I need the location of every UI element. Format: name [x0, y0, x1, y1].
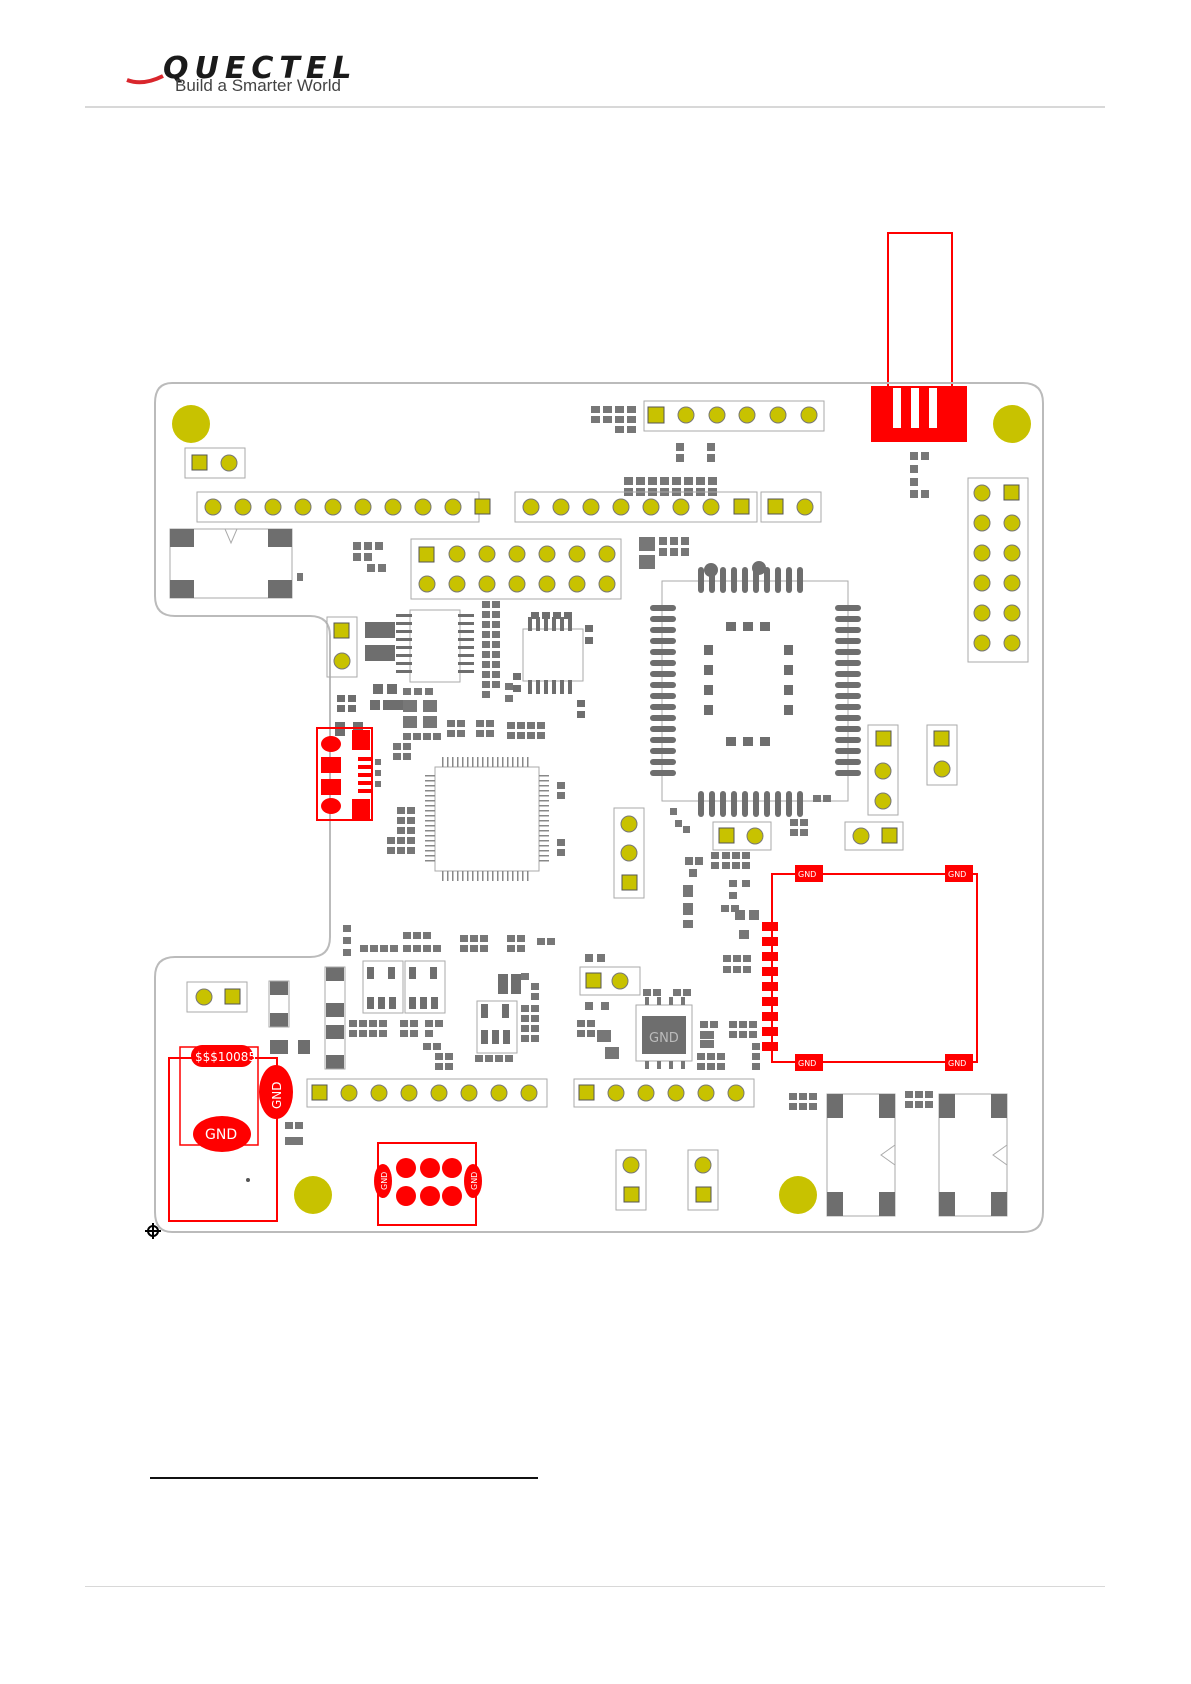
sot-packages	[343, 925, 555, 1070]
header-2pin-bottom-b	[688, 1150, 718, 1210]
power-jack-gnd-label: GND	[205, 1127, 237, 1143]
header-6pin-bottom-center	[574, 1079, 754, 1107]
regulator-left	[335, 622, 405, 736]
small-qfn-chip	[513, 612, 593, 718]
passive-cluster-qfp-left	[387, 743, 415, 854]
header-divider	[85, 106, 1105, 108]
header-j-top-6pin	[644, 401, 824, 431]
header-2x3-red-bottom: GND GND	[374, 1143, 482, 1225]
footer-divider	[85, 1586, 1105, 1587]
header-3pin-vertical-center	[614, 808, 644, 898]
header-10pin-left	[197, 492, 490, 522]
page-header: QUECTEL Build a Smarter World	[85, 40, 1105, 108]
sd-gnd-label-3: GND	[798, 1059, 816, 1068]
power-jack: $$$10085 GND GND	[169, 1045, 303, 1221]
header-2x6-right	[968, 478, 1028, 662]
power-jack-part-label: $$$10085	[195, 1050, 256, 1064]
header-2pin-top-right	[761, 492, 821, 522]
antenna-connector-outline	[888, 233, 952, 411]
header-8pin-bottom-left	[307, 1079, 547, 1107]
sd-gnd-label-1: GND	[798, 870, 816, 879]
header-2x7-center	[411, 539, 621, 599]
header-gnd-label-left: GND	[380, 1172, 389, 1190]
header-2pin-vertical-farright	[927, 725, 957, 785]
header-8pin-middle	[515, 492, 757, 522]
qfn-gnd-label: GND	[649, 1031, 679, 1046]
header-2pin-right-horizontal	[845, 822, 903, 850]
soic-chip	[396, 610, 474, 682]
qfn-chip-gnd: GND	[636, 989, 692, 1069]
transistor-cluster-center	[475, 973, 539, 1062]
header-2pin-lower-center	[577, 954, 640, 1059]
header-2pin-left-vertical	[327, 617, 357, 677]
header-2pin-lowerleft	[187, 982, 247, 1012]
header-2pin-bottom-a	[616, 1150, 646, 1210]
header-gnd-label-right: GND	[470, 1172, 479, 1190]
logo-tagline: Build a Smarter World	[175, 76, 341, 96]
passive-cluster-module-top	[639, 537, 689, 569]
pcb-top-layout: GND GND GND GND	[145, 225, 1045, 1245]
power-jack-gnd-label-2: GND	[270, 1081, 284, 1109]
passive-cluster-left	[353, 542, 386, 572]
header-2pin-topleft	[185, 448, 245, 478]
footnote-separator	[150, 1477, 538, 1479]
sd-gnd-label-2: GND	[948, 870, 966, 879]
sd-card-holder: GND GND GND GND	[762, 865, 977, 1071]
switch-topleft	[170, 529, 303, 598]
diode-cluster-lowerleft	[270, 967, 344, 1069]
sd-gnd-label-4: GND	[948, 1059, 966, 1068]
antenna-connector-pad	[871, 386, 967, 442]
passive-cluster-sd-left	[697, 910, 760, 1070]
mounting-holes	[172, 405, 1031, 1214]
passive-cluster-center	[670, 795, 831, 928]
header-2pin-center-right	[713, 822, 771, 850]
switch-bottom-right-a	[827, 1094, 895, 1216]
usb-connector	[317, 728, 381, 820]
header-3pin-vertical-right	[868, 725, 898, 815]
switch-bottom-right-b	[939, 1094, 1007, 1216]
mcu-qfp	[425, 757, 565, 881]
main-module-footprint	[650, 561, 861, 817]
